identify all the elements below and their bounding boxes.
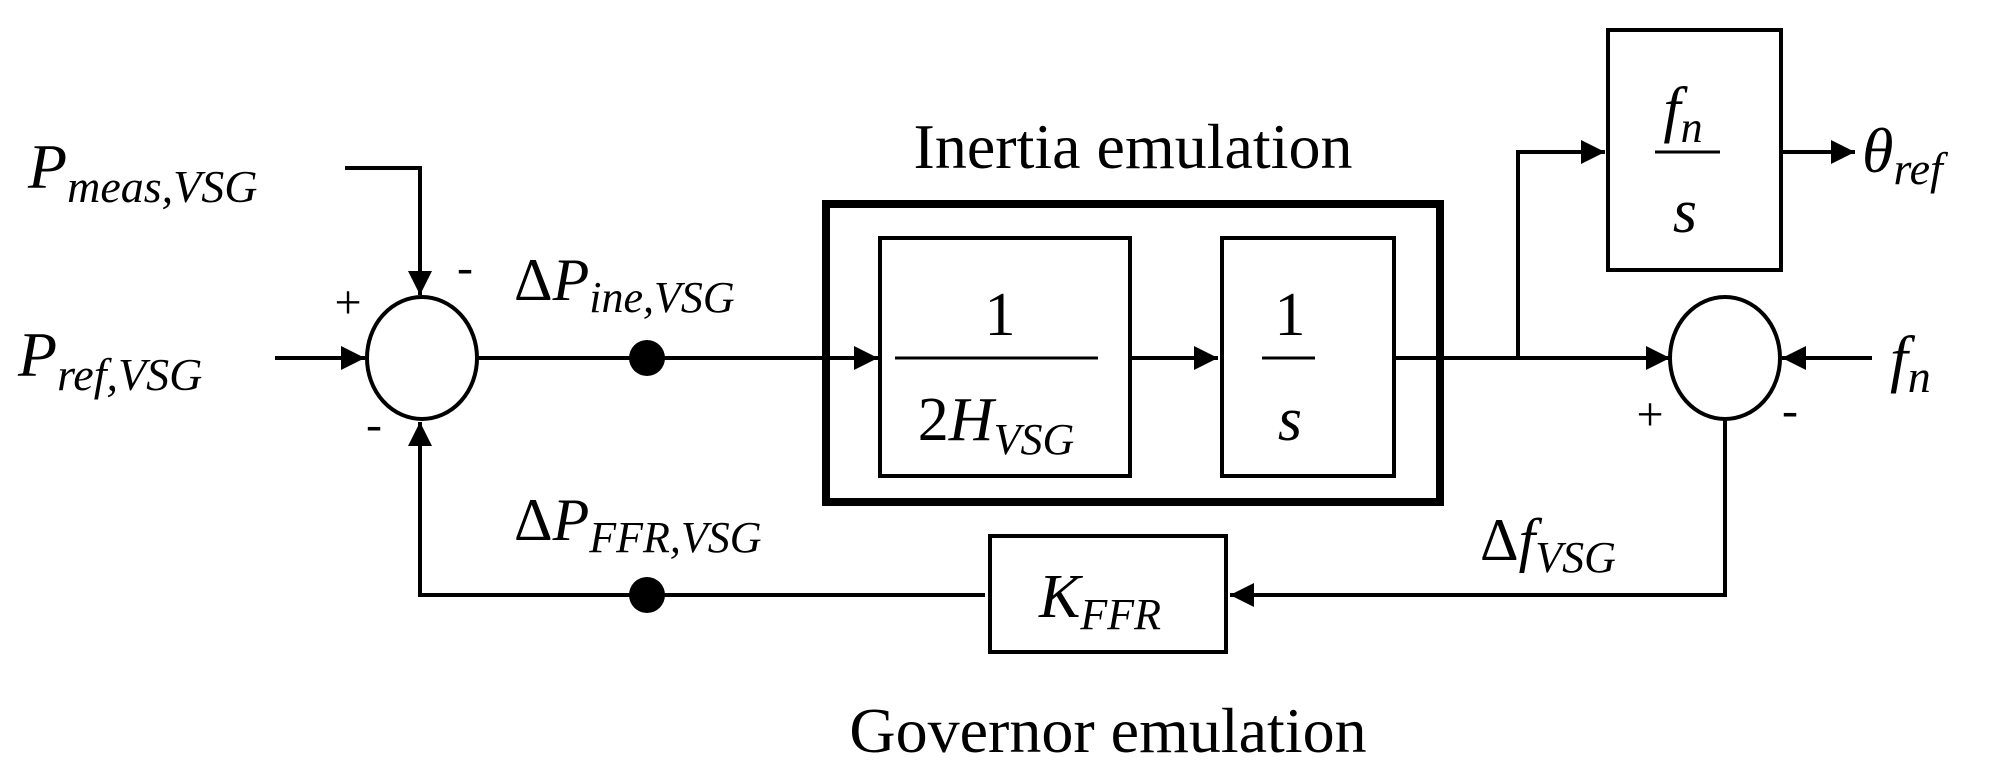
governor-emulation-title: Governor emulation bbox=[849, 695, 1366, 766]
sum1-top-minus-sign: - bbox=[457, 241, 473, 294]
angle-integrator-block bbox=[1606, 28, 1783, 272]
angle-integrator-numerator: fn bbox=[1663, 76, 1702, 152]
summing-junction-2 bbox=[1668, 295, 1782, 421]
inertia-emulation-title: Inertia emulation bbox=[914, 111, 1353, 182]
f-n-input-label: fn bbox=[1890, 323, 1931, 402]
wire-delta-f-vsg bbox=[1230, 418, 1727, 607]
p-ref-label: Pref,VSG bbox=[17, 319, 202, 400]
delta-p-ine-label: ΔPine,VSG bbox=[514, 247, 735, 322]
wire-delta-p-ffr bbox=[408, 422, 985, 597]
ffr-gain-block bbox=[988, 534, 1228, 654]
sum1-bottom-minus-sign: - bbox=[366, 398, 382, 451]
integrator-denominator: s bbox=[1278, 386, 1302, 454]
sum2-plus-sign: + bbox=[1636, 388, 1663, 441]
delta-f-vsg-label: ΔfVSG bbox=[1480, 507, 1616, 582]
inertia-gain-numerator: 1 bbox=[985, 281, 1016, 349]
summing-junction-1 bbox=[365, 295, 479, 421]
p-meas-label: Pmeas,VSG bbox=[27, 131, 257, 212]
integrator-numerator: 1 bbox=[1275, 281, 1306, 349]
wire-branch-to-angle bbox=[1516, 140, 1605, 358]
ffr-gain-label: KFFR bbox=[1038, 563, 1161, 639]
inertia-gain-denominator: 2HVSG bbox=[918, 386, 1074, 464]
sum1-plus-sign: + bbox=[334, 276, 361, 329]
junction-dot-ine bbox=[629, 340, 665, 376]
theta-ref-label: θref bbox=[1862, 115, 1949, 194]
junction-dot-ffr bbox=[629, 577, 665, 613]
angle-integrator-denominator: s bbox=[1673, 178, 1697, 246]
wire-p-meas bbox=[345, 166, 432, 295]
sum2-minus-sign: - bbox=[1782, 384, 1798, 437]
inertia-emulation-frame bbox=[822, 200, 1444, 506]
delta-p-ffr-label: ΔPFFR,VSG bbox=[514, 487, 762, 562]
